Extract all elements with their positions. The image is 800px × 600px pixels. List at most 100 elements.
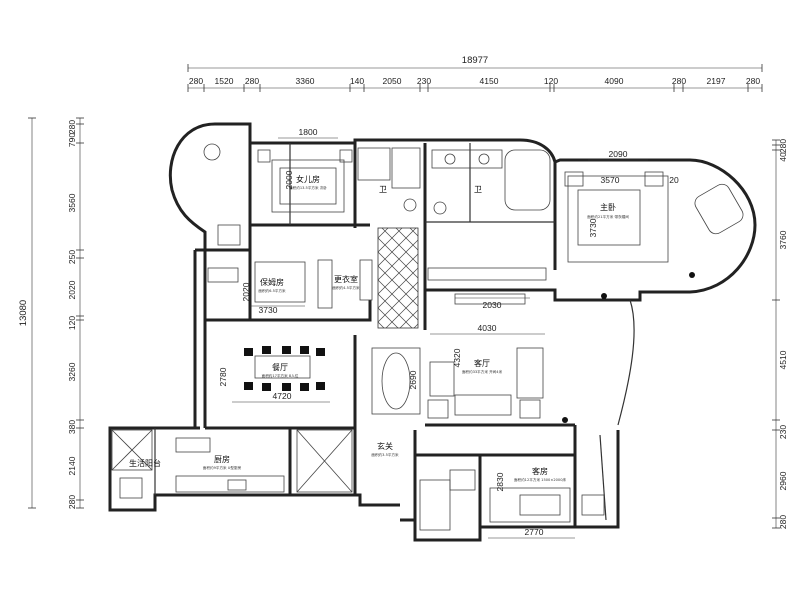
shafts — [111, 227, 419, 493]
top-dim-9: 4090 — [605, 76, 624, 86]
dining-chair — [282, 383, 291, 391]
bathtub — [504, 149, 551, 211]
left-dim-5: 120 — [67, 316, 77, 330]
room-daughter-sub: 面积约13.5平方米 次卧 — [289, 185, 327, 190]
room-living-sub: 面积约33平方米 开间4米 — [462, 369, 503, 374]
interior-walls — [154, 143, 620, 540]
dim-2030: 2030 — [483, 300, 502, 310]
top-dim-1: 1520 — [215, 76, 234, 86]
guest-bed — [489, 487, 571, 523]
daughter-bed — [271, 159, 345, 213]
furniture — [119, 143, 744, 531]
right-dim-0: 280 — [778, 139, 788, 153]
top-dim-0: 280 — [189, 76, 203, 86]
plant-icon — [562, 417, 568, 423]
dining-chair — [300, 346, 309, 354]
dim-1800: 1800 — [299, 127, 318, 137]
top-dimensions: 18977 280 1520 280 3360 140 2050 230 415… — [187, 55, 763, 92]
dining-chair — [262, 346, 271, 354]
dining-chair — [262, 383, 271, 391]
dim-2690: 2690 — [408, 370, 418, 389]
dim-2090: 2090 — [609, 149, 628, 159]
room-bath-2: 卫 — [474, 185, 482, 194]
room-balcony: 生活阳台 — [129, 458, 161, 468]
room-nanny: 保姆房 — [260, 277, 284, 287]
left-dim-3: 250 — [67, 250, 77, 264]
top-dim-3: 3360 — [296, 76, 315, 86]
kitchen-counter — [175, 475, 285, 493]
left-dim-9: 280 — [67, 495, 77, 509]
rug — [371, 347, 421, 415]
dim-2780: 2780 — [218, 367, 228, 386]
room-daughter: 女儿房 — [296, 174, 320, 184]
top-dim-2: 280 — [245, 76, 259, 86]
room-labels: 女儿房 面积约13.5平方米 次卧 卫 卫 主卧 面积约21平方米 带衣帽间 保… — [129, 174, 629, 482]
dim-3730-vertical: 3730 — [588, 218, 598, 237]
dim-4720: 4720 — [273, 391, 292, 401]
left-dimensions: 13080 280 790 3560 250 2020 120 3260 380… — [18, 117, 84, 509]
right-dim-5: 2960 — [778, 471, 788, 490]
left-dim-4: 2020 — [67, 280, 77, 299]
dim-4320: 4320 — [452, 348, 462, 367]
dining-table — [254, 355, 311, 379]
dining-chair — [244, 382, 253, 390]
right-dimensions: 280 40 3760 4510 230 2960 280 — [772, 139, 788, 529]
top-dim-12: 280 — [746, 76, 760, 86]
master-bed — [567, 175, 669, 263]
room-guest: 客房 — [532, 466, 548, 476]
left-dim-8: 2140 — [67, 456, 77, 475]
top-dim-6: 230 — [417, 76, 431, 86]
left-dim-1: 790 — [67, 133, 77, 147]
top-dim-4: 140 — [350, 76, 364, 86]
right-dim-2: 3760 — [778, 230, 788, 249]
elevator-shaft — [296, 429, 353, 493]
dim-2020: 2020 — [241, 282, 251, 301]
room-foyer-sub: 面积约3.5平方米 — [371, 452, 399, 457]
right-dim-6: 280 — [778, 515, 788, 529]
room-dining: 餐厅 — [272, 363, 288, 372]
dining-chair — [300, 383, 309, 391]
inner-dimensions: 1800 2000 2090 3570 20 3730 2020 3730 20… — [218, 127, 679, 539]
dim-4030: 4030 — [478, 323, 497, 333]
vertical-shaft-hatched — [377, 227, 419, 329]
top-dim-7: 4150 — [480, 76, 499, 86]
dining-chair — [316, 348, 325, 356]
dining-chair — [244, 348, 253, 356]
lounge-chair — [694, 183, 744, 235]
room-kitchen-sub: 面积约9平方米 U型厨房 — [203, 465, 242, 470]
plant-icon — [689, 272, 695, 278]
dim-20: 20 — [669, 175, 679, 185]
dining-chair — [282, 346, 291, 354]
room-closet-sub: 面积约4.5平方米 — [332, 285, 360, 290]
left-dim-6: 3260 — [67, 362, 77, 381]
dim-2770: 2770 — [525, 527, 544, 537]
top-dim-5: 2050 — [383, 76, 402, 86]
left-dim-2: 3560 — [67, 193, 77, 212]
dining-chair — [316, 382, 325, 390]
sofa — [516, 347, 544, 399]
room-guest-sub: 面积约12平方米 1500×2000床 — [514, 477, 567, 482]
right-dim-3: 4510 — [778, 350, 788, 369]
left-dim-7: 380 — [67, 420, 77, 434]
top-dim-10: 280 — [672, 76, 686, 86]
room-foyer: 玄关 — [377, 441, 393, 451]
top-dim-11: 2197 — [707, 76, 726, 86]
room-living: 客厅 — [474, 358, 490, 368]
room-closet: 更衣室 — [334, 274, 358, 284]
room-master-sub: 面积约21平方米 带衣帽间 — [587, 214, 629, 219]
room-kitchen: 厨房 — [214, 454, 230, 464]
room-bath-1: 卫 — [379, 185, 387, 194]
plant-icon — [601, 293, 607, 299]
total-height-label: 13080 — [18, 300, 29, 326]
room-nanny-sub: 面积约6.5平方米 — [258, 288, 286, 293]
right-dim-1: 40 — [778, 152, 788, 162]
dim-3570: 3570 — [601, 175, 620, 185]
right-dim-4: 230 — [778, 425, 788, 439]
room-dining-sub: 面积约17平方米 8人位 — [262, 373, 299, 378]
total-width-label: 18977 — [462, 55, 488, 66]
dim-2830: 2830 — [495, 472, 505, 491]
left-dim-0: 280 — [67, 120, 77, 134]
dim-3730: 3730 — [259, 305, 278, 315]
room-master: 主卧 — [600, 202, 616, 212]
